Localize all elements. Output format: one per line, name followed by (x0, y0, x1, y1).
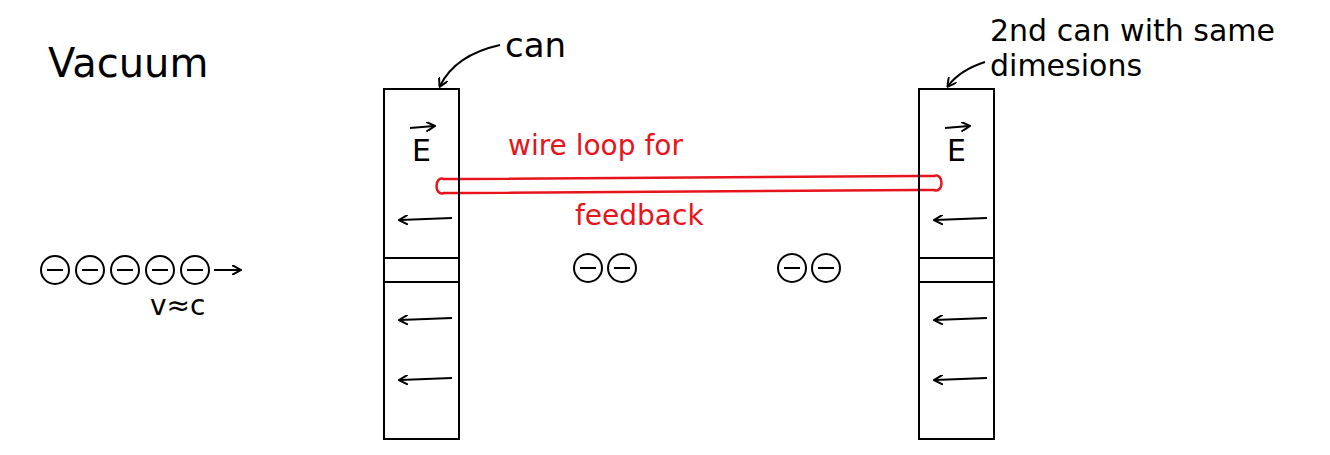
part-label: 2nd can with same dimesions (990, 14, 1310, 83)
can-aperture (918, 281, 995, 283)
wire-label: feedback (575, 200, 704, 232)
feedback-wire (437, 176, 942, 194)
can-box: E (383, 88, 460, 440)
field-arrow (935, 378, 987, 380)
field-symbol: E (920, 134, 993, 167)
vector-arrow (410, 126, 434, 128)
can-box: E (918, 88, 995, 440)
leader-line (948, 62, 985, 86)
field-arrow (400, 318, 452, 320)
can-aperture (383, 257, 460, 259)
field-arrow (935, 218, 987, 220)
can-aperture (383, 281, 460, 283)
field-arrow (400, 378, 452, 380)
leader-line (440, 45, 500, 86)
vector-arrow (945, 126, 969, 128)
field-symbol: E (385, 134, 458, 167)
part-label: can (505, 26, 566, 65)
region-label: Vacuum (48, 40, 208, 86)
can-aperture (918, 257, 995, 259)
field-arrow (400, 218, 452, 220)
speed-label: v≈c (150, 290, 205, 322)
wire-label: wire loop for (508, 130, 683, 162)
electron-beam (41, 254, 840, 284)
field-arrow (935, 318, 987, 320)
